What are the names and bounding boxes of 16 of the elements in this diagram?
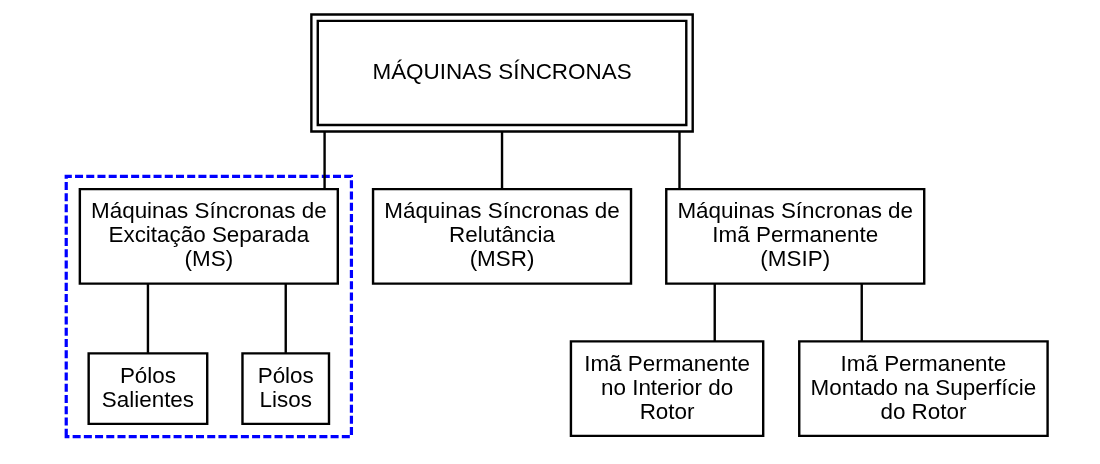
cluster xyxy=(64,174,353,439)
connector xyxy=(677,131,681,189)
connector xyxy=(500,131,503,189)
connector xyxy=(713,283,716,342)
node-box: MÁQUINAS SÍNCRONAS xyxy=(309,13,694,133)
node-box: Imã Permanente no Interior do Rotor xyxy=(569,340,764,438)
node-box: Pólos Salientes xyxy=(86,352,208,426)
connector xyxy=(284,283,287,353)
node-box: Imã Permanente Montado na Superfície do Rotor xyxy=(797,340,1049,438)
connector xyxy=(146,283,149,353)
connector xyxy=(322,131,326,189)
node-box: Máquinas Síncronas de Excitação Separada (MS) xyxy=(78,187,339,285)
node-box: Pólos Lisos xyxy=(240,352,330,426)
node-box: Máquinas Síncronas de Relutância (MSR) xyxy=(371,187,632,285)
connector xyxy=(860,283,863,342)
node-box: Máquinas Síncronas de Imã Permanente (MSIP) xyxy=(664,187,925,285)
